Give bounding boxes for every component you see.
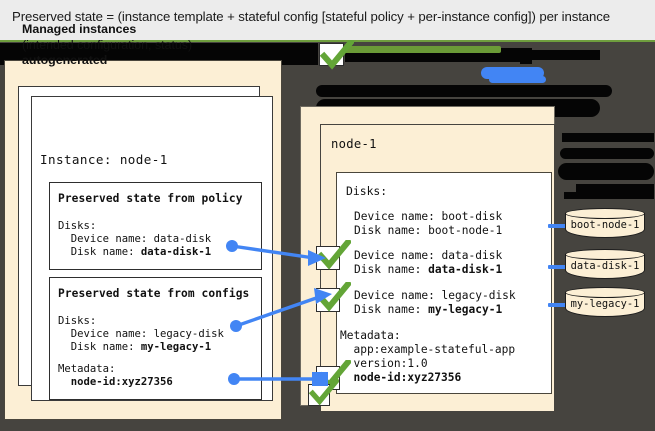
preserved-state-configs-box [49,277,262,400]
redaction-blob-blue-2 [489,76,546,83]
managed-instances-autogenerated: autogenerated [22,53,108,67]
check-box-bottom [308,384,330,406]
redaction-bar-top-far-right [530,50,600,60]
redaction-bar-top-right-2 [520,48,532,64]
disk-label-data: data-disk-1 [570,260,640,272]
redaction-bar-row-1 [316,85,612,97]
managed-instances-subheading: (intended configuration, status) [22,37,193,52]
connector-to-boot-disk [548,224,570,228]
instance-label: Instance: node-1 [40,152,168,167]
node-legacy-disk-value: my-legacy-1 [428,303,503,316]
check-box-legacy-disk [316,288,340,312]
cylinder-top-boot [565,208,645,219]
redaction-bar-right-2 [560,148,654,159]
node-metadata-node-id: node-id:xyz27356 [353,371,462,384]
configs-disk-name-value: my-legacy-1 [140,341,212,354]
disk-cylinder-data: data-disk-1 [565,249,645,281]
redaction-bar-right-5 [564,192,654,199]
node-entry-boot-disk: Device name: boot-disk Disk name: boot-n… [354,210,503,237]
redaction-bar-top-left [0,43,318,65]
node-metadata: Metadata: app:example-stateful-app versi… [340,329,516,384]
check-box-data-disk [316,246,340,270]
node-disks-box [336,172,552,394]
node-entry-legacy-disk: Device name: legacy-disk Disk name: my-l… [354,289,516,316]
cylinder-top-data [565,249,645,260]
disk-label-boot: boot-node-1 [570,219,640,231]
preserved-state-configs-title: Preserved state from configs [58,287,250,300]
disk-cylinder-boot: boot-node-1 [565,208,645,240]
configs-metadata-value: node-id:xyz27356 [70,376,173,389]
node-disks-header: Disks: [346,184,388,198]
preserved-state-policy-box [49,182,262,270]
page-title: Preserved state = (instance template + s… [12,9,610,24]
preserved-state-policy-title: Preserved state from policy [58,192,243,205]
disk-cylinder-legacy: my-legacy-1 [565,287,645,319]
preserved-state-policy-body: Disks: Device name: data-disk Disk name:… [58,220,212,259]
redaction-bar-right-3 [558,163,654,180]
connector-to-data-disk [548,265,570,269]
disk-label-legacy: my-legacy-1 [570,298,640,310]
preserved-state-configs-disks: Disks: Device name: legacy-disk Disk nam… [58,315,224,354]
node-data-disk-value: data-disk-1 [428,263,503,276]
redaction-bar-right-1 [562,133,654,142]
node-entry-data-disk: Device name: data-disk Disk name: data-d… [354,249,503,276]
top-green-bar [338,46,501,53]
node-label: node-1 [331,137,377,151]
connector-to-legacy-disk [548,303,570,307]
header-bar: Preserved state = (instance template + s… [0,0,655,40]
cylinder-top-legacy [565,287,645,298]
policy-disk-name-value: data-disk-1 [140,246,212,259]
top-check-box [319,43,344,66]
redaction-bar-right-4 [576,184,654,192]
preserved-state-configs-metadata: Metadata: node-id:xyz27356 [58,363,173,389]
managed-instances-heading: Managed instances [22,22,137,36]
managed-instances-title: Managed instances (intended configuratio… [22,22,192,69]
